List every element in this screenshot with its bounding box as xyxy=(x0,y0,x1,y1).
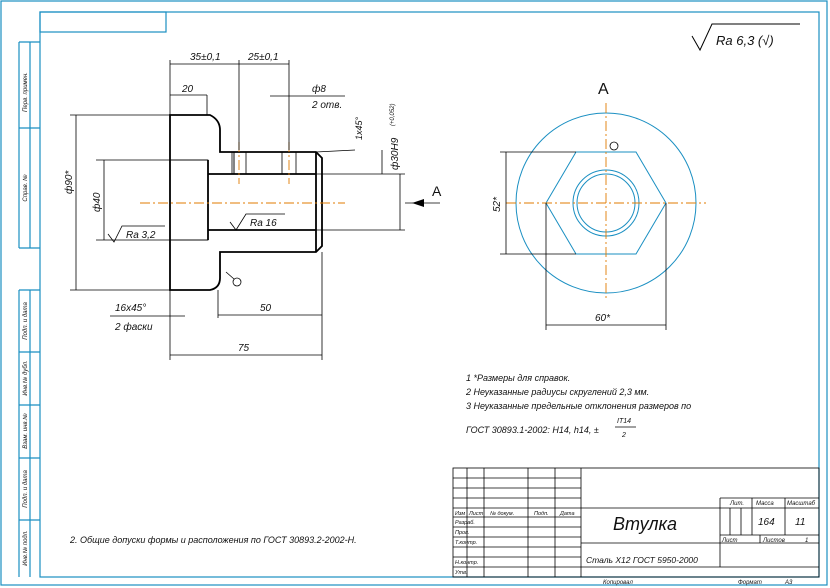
strip-label-first-use: Перв. примен. xyxy=(23,72,29,112)
role-tech-control: Т.контр. xyxy=(455,540,477,546)
dim-d8: ф8 xyxy=(312,83,326,95)
col-list: Лист xyxy=(468,511,484,517)
col-date: Дата xyxy=(559,511,575,517)
col-sign: Подп. xyxy=(534,511,549,517)
note-fraction-den: 2 xyxy=(621,432,626,439)
dim-75: 75 xyxy=(238,343,250,354)
strip-label-sign-date-1: Подп. и дата xyxy=(23,302,29,340)
strip-label-orig-inv: Инв.№ подл. xyxy=(22,530,29,566)
view-arrow xyxy=(412,199,424,207)
dim-chamfer-note: 2 фаски xyxy=(114,321,153,333)
arrow-label: A xyxy=(432,183,442,199)
view-label: A xyxy=(598,81,609,98)
dim-35: 35±0,1 xyxy=(190,52,221,63)
lit-label: Лит. xyxy=(729,501,744,507)
dim-d90: ф90* xyxy=(63,170,75,194)
dim-chamfer: 16x45° xyxy=(115,303,146,314)
strip-label-sign-date-2: Подп. и дата xyxy=(23,470,29,508)
note-4: ГОСТ 30893.1-2002: H14, h14, ± xyxy=(466,425,599,435)
hatch-lower xyxy=(169,229,317,291)
material: Сталь Х12 ГОСТ 5950-2000 xyxy=(586,555,698,565)
dim-d30-tol: (+0,052) xyxy=(390,103,396,126)
roughness-general: Ra 6,3 (√) xyxy=(691,23,800,52)
svg-text:Ra 6,3 (√): Ra 6,3 (√) xyxy=(716,33,774,48)
dim-25: 25±0,1 xyxy=(247,52,279,63)
scale-label: Масштаб xyxy=(787,501,816,507)
part-name: Втулка xyxy=(613,514,677,534)
hatch-upper-flange xyxy=(169,114,235,175)
section-view: 35±0,1 25±0,1 20 ф8 2 отв. 1x45° ф30H9 (… xyxy=(63,52,442,360)
format-label: Формат xyxy=(738,580,762,586)
mass-label: Масса xyxy=(756,501,774,507)
sheet-label: Лист xyxy=(721,538,737,544)
view-a: A 52* 60* xyxy=(492,81,706,330)
role-developer: Разраб. xyxy=(455,520,475,526)
note-1: 1 *Размеры для справок. xyxy=(466,373,570,383)
svg-text:Ra 3,2: Ra 3,2 xyxy=(126,230,156,241)
inner-frame xyxy=(39,11,820,578)
col-izm: Изм xyxy=(455,511,465,517)
part-contour xyxy=(169,114,323,291)
scale-value: 11 xyxy=(795,517,805,528)
doc-code-box xyxy=(39,11,167,33)
dim-chamfer-small: 1x45° xyxy=(354,116,364,140)
dim-holes: 2 отв. xyxy=(311,100,342,111)
strip-label-dup-inv: Инв.№ дубл. xyxy=(22,360,29,395)
side-strip: Перв. примен. Справ. № Подп. и дата Инв.… xyxy=(18,41,40,577)
dim-52: 52* xyxy=(492,196,503,212)
format-value: А3 xyxy=(784,580,793,586)
copied-label: Копировал xyxy=(603,580,633,586)
title-block: Изм Лист № докум. Подп. Дата Разраб. Про… xyxy=(452,467,820,586)
roughness-ra32 xyxy=(107,225,165,243)
tolerance-note: 2. Общие допуски формы и расположения по… xyxy=(69,535,357,545)
base-marker-view xyxy=(609,141,619,151)
sheets-label: Листов xyxy=(762,538,785,544)
role-checker: Пров. xyxy=(455,530,470,536)
notes: 1 *Размеры для справок. 2 Неуказанные ра… xyxy=(465,373,691,439)
dim-d40: ф40 xyxy=(91,192,103,212)
svg-text:Ra 16: Ra 16 xyxy=(250,218,277,229)
strip-label-repl-inv: Взам. инв.№ xyxy=(22,413,29,449)
col-doc: № докум. xyxy=(490,511,514,517)
note-3: 3 Неуказанные предельные отклонения разм… xyxy=(466,401,691,411)
note-2: 2 Неуказанные радиусы скруглений 2,3 мм. xyxy=(465,387,649,397)
base-marker xyxy=(232,277,242,287)
role-norm-control: Н.контр. xyxy=(455,560,478,566)
note-fraction-num: IT14 xyxy=(617,418,631,425)
sheets-value: 1 xyxy=(805,538,808,544)
role-approved: Утв. xyxy=(454,570,468,576)
dim-50: 50 xyxy=(260,303,272,314)
strip-label-ref: Справ. № xyxy=(22,174,29,202)
mass-value: 164 xyxy=(758,517,775,528)
roughness-ra16 xyxy=(229,213,285,231)
dim-60: 60* xyxy=(595,313,611,324)
dim-20: 20 xyxy=(181,84,194,95)
dim-d30: ф30H9 xyxy=(389,137,401,170)
